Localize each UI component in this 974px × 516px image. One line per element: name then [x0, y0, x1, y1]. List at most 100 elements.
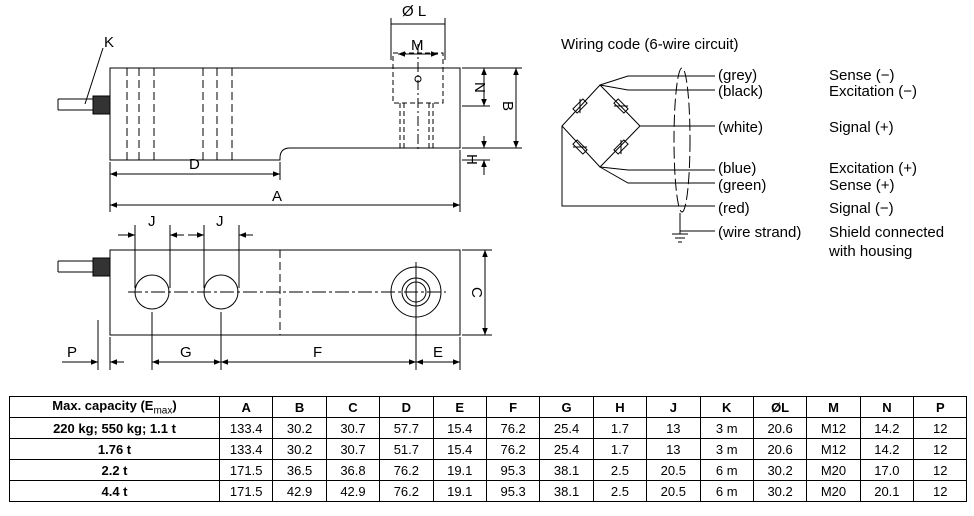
table-cell: 76.2 [485, 417, 541, 439]
wire-function-blue: Excitation (+) [829, 160, 917, 177]
column-header: N [859, 396, 915, 418]
table-cell: 30.7 [325, 438, 381, 460]
label-e: E [433, 344, 443, 361]
table-cell: 20.5 [646, 480, 701, 502]
dimension-labels: K Ø L M N B H D A J J C P G F E [67, 3, 516, 361]
wiring-title: Wiring code (6-wire circuit) [561, 36, 739, 53]
label-b: B [499, 101, 516, 111]
label-phi-l: Ø L [402, 3, 426, 20]
column-header: A [218, 396, 274, 418]
label-g: G [180, 344, 192, 361]
table-cell: 30.2 [272, 438, 327, 460]
technical-drawing: K Ø L M N B H D A J J C P G F E [57, 3, 944, 370]
table-cell: 20.5 [646, 459, 701, 481]
table-cell: 3 m [699, 438, 754, 460]
capacity-cell: 220 kg; 550 kg; 1.1 t [9, 417, 220, 439]
label-k: K [104, 34, 114, 51]
label-j2: J [216, 213, 224, 230]
table-cell: 14.2 [859, 417, 915, 439]
label-n: N [471, 82, 488, 93]
column-header: M [806, 396, 861, 418]
wire-color-strand: (wire strand) [718, 224, 801, 241]
column-header: H [592, 396, 648, 418]
wire-function-strand: Shield connected [829, 224, 944, 241]
capacity-header: Max. capacity (Emax) [9, 396, 220, 418]
table-cell: 2.5 [592, 459, 648, 481]
wire-color-black: (black) [718, 83, 763, 100]
table-cell: 15.4 [432, 438, 487, 460]
table-cell: 30.2 [272, 417, 327, 439]
table-cell: 30.2 [752, 480, 808, 502]
table-cell: 76.2 [485, 438, 541, 460]
wire-function-strand-line2: with housing [828, 243, 912, 260]
table-cell: 12 [913, 438, 968, 460]
column-header: D [379, 396, 434, 418]
table-cell: 38.1 [539, 459, 594, 481]
table-cell: 19.1 [432, 480, 487, 502]
table-cell: 133.4 [218, 417, 274, 439]
capacity-cell: 1.76 t [9, 438, 220, 460]
label-c: C [468, 287, 485, 298]
capacity-cell: 2.2 t [9, 459, 220, 481]
table-cell: 12 [913, 417, 968, 439]
table-cell: 42.9 [272, 480, 327, 502]
wire-function-white: Signal (+) [829, 119, 894, 136]
label-a: A [272, 188, 282, 205]
table-cell: 171.5 [218, 480, 274, 502]
column-header: F [485, 396, 541, 418]
table-cell: 6 m [699, 459, 754, 481]
table-cell: 57.7 [379, 417, 434, 439]
wire-color-blue: (blue) [718, 160, 756, 177]
table-cell: 76.2 [379, 480, 434, 502]
table-cell: 38.1 [539, 480, 594, 502]
table-cell: M20 [806, 480, 861, 502]
table-cell: 13 [646, 438, 701, 460]
column-header: E [432, 396, 487, 418]
label-d: D [189, 156, 200, 173]
table-cell: 17.0 [859, 459, 915, 481]
table-cell: 12 [913, 459, 968, 481]
table-cell: 20.1 [859, 480, 915, 502]
capacity-cell: 4.4 t [9, 480, 220, 502]
table-cell: M12 [806, 438, 861, 460]
column-header: K [699, 396, 754, 418]
table-cell: 13 [646, 417, 701, 439]
table-cell: 36.8 [325, 459, 381, 481]
table-cell: 20.6 [752, 438, 808, 460]
table-cell: 76.2 [379, 459, 434, 481]
column-header: C [325, 396, 381, 418]
label-f: F [313, 344, 322, 361]
side-view [57, 18, 522, 212]
table-cell: 25.4 [539, 417, 594, 439]
table-cell: 51.7 [379, 438, 434, 460]
table-cell: 14.2 [859, 438, 915, 460]
table-cell: 1.7 [592, 438, 648, 460]
column-header: G [539, 396, 594, 418]
column-header: ØL [752, 396, 808, 418]
table-cell: 133.4 [218, 438, 274, 460]
table-header-row: Max. capacity (Emax) A B C D E F G H J K… [9, 396, 968, 418]
wire-function-grey: Sense (−) [829, 67, 894, 84]
table-cell: 25.4 [539, 438, 594, 460]
table-cell: 36.5 [272, 459, 327, 481]
table-cell: 95.3 [485, 480, 541, 502]
wire-color-white: (white) [718, 119, 763, 136]
table-cell: 19.1 [432, 459, 487, 481]
table-cell: 12 [913, 480, 968, 502]
column-header: B [272, 396, 327, 418]
label-h: H [463, 154, 480, 165]
label-p: P [67, 344, 77, 361]
table-cell: 6 m [699, 480, 754, 502]
table-cell: 2.5 [592, 480, 648, 502]
dimensions-table: Max. capacity (Emax) A B C D E F G H J K… [9, 396, 968, 502]
table-cell: 15.4 [432, 417, 487, 439]
wire-function-red: Signal (−) [829, 200, 894, 217]
table-cell: 30.2 [752, 459, 808, 481]
table-cell: 1.7 [592, 417, 648, 439]
column-header: P [913, 396, 968, 418]
top-view [57, 225, 492, 370]
